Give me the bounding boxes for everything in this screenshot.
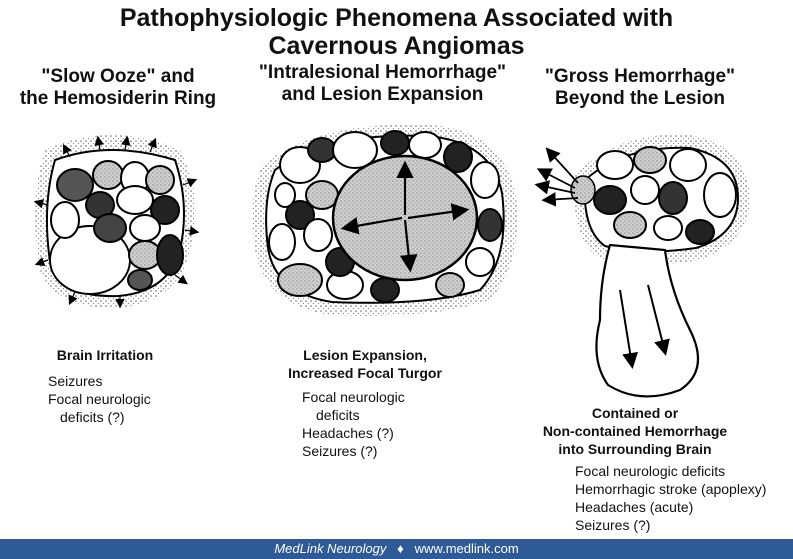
list-item: Headaches (acute) bbox=[575, 499, 694, 515]
panel-2-subheading-line-2: Increased Focal Turgor bbox=[288, 365, 442, 381]
panel-1-subheading: Brain Irritation bbox=[30, 346, 180, 364]
footer-brand: MedLink Neurology bbox=[274, 541, 387, 556]
footer-link[interactable]: www.medlink.com bbox=[414, 541, 519, 556]
list-item: Hemorrhagic stroke (apoplexy) bbox=[575, 481, 767, 497]
panel-3-heading-line-1: "Gross Hemorrhage" bbox=[544, 66, 736, 87]
panel-3-heading: "Gross Hemorrhage" Beyond the Lesion bbox=[530, 66, 750, 110]
panel-3-subheading-line-2: Non-contained Hemorrhage bbox=[542, 423, 728, 439]
panel-2-subheading-line-1: Lesion Expansion, bbox=[303, 347, 427, 363]
panel-2-heading-line-2: and Lesion Expansion bbox=[281, 84, 484, 105]
panel-2-heading-line-1: "Intralesional Hemorrhage" bbox=[258, 62, 507, 83]
panel-3-heading-line-2: Beyond the Lesion bbox=[555, 88, 725, 109]
list-item: Headaches (?) bbox=[302, 425, 394, 441]
list-item: Seizures (?) bbox=[575, 517, 651, 533]
panel-3-subheading-line-1: Contained or bbox=[591, 405, 679, 421]
panel-1-subheading-line-1: Brain Irritation bbox=[56, 347, 154, 363]
panel-1-list: Seizures Focal neurologic deficits (?) bbox=[48, 372, 151, 426]
panel-3-illustration bbox=[534, 134, 751, 398]
list-item: Focal neurologic deficits bbox=[575, 463, 726, 479]
list-item: Focal neurologic bbox=[302, 389, 405, 405]
panel-1-illustration bbox=[33, 135, 200, 309]
footer-bar: MedLink Neurology ♦ www.medlink.com bbox=[0, 539, 793, 559]
panel-2-illustration bbox=[252, 124, 518, 316]
panel-3-list: Focal neurologic deficits Hemorrhagic st… bbox=[575, 462, 766, 534]
panel-1-heading: "Slow Ooze" and the Hemosiderin Ring bbox=[18, 66, 218, 110]
list-item: deficits bbox=[316, 407, 360, 423]
panel-2-list: Focal neurologic deficits Headaches (?) … bbox=[302, 388, 405, 460]
title-line-1: Pathophysiologic Phenomena Associated wi… bbox=[119, 4, 674, 32]
list-item: deficits (?) bbox=[60, 409, 125, 425]
panel-1-heading-line-2: the Hemosiderin Ring bbox=[19, 88, 217, 109]
footer-separator-icon: ♦ bbox=[397, 541, 404, 556]
list-item: Focal neurologic bbox=[48, 391, 151, 407]
cavernous-angioma-illustrations bbox=[33, 124, 751, 398]
list-item: Seizures (?) bbox=[302, 443, 378, 459]
title-line-2: Cavernous Angiomas bbox=[268, 32, 525, 60]
panel-2-heading: "Intralesional Hemorrhage" and Lesion Ex… bbox=[240, 62, 525, 106]
panel-1-heading-line-1: "Slow Ooze" and bbox=[41, 66, 195, 87]
panel-2-subheading: Lesion Expansion, Increased Focal Turgor bbox=[265, 346, 465, 382]
panel-3-subheading-line-3: into Surrounding Brain bbox=[558, 441, 712, 457]
list-item: Seizures bbox=[48, 373, 103, 389]
panel-3-subheading: Contained or Non-contained Hemorrhage in… bbox=[530, 404, 740, 458]
diagram-title: Pathophysiologic Phenomena Associated wi… bbox=[0, 4, 793, 60]
